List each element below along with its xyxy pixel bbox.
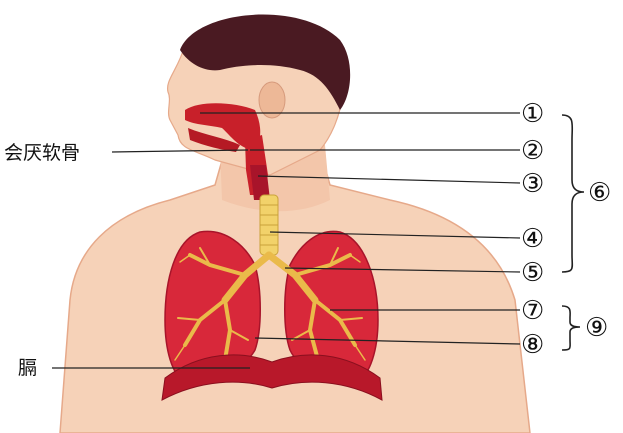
- trachea: [260, 195, 278, 255]
- label-7: ⑦: [521, 296, 544, 326]
- brace-6: [562, 115, 584, 272]
- label-diaphragm: 膈: [18, 357, 37, 379]
- label-9: ⑨: [585, 313, 608, 343]
- brace-9: [562, 306, 580, 350]
- label-epiglottis: 会厌软骨: [4, 142, 80, 164]
- label-3: ③: [521, 169, 544, 199]
- label-5: ⑤: [521, 258, 544, 288]
- label-8: ⑧: [521, 330, 544, 360]
- label-1: ①: [521, 99, 544, 129]
- label-4: ④: [521, 224, 544, 254]
- label-2: ②: [521, 136, 544, 166]
- label-6: ⑥: [588, 178, 611, 208]
